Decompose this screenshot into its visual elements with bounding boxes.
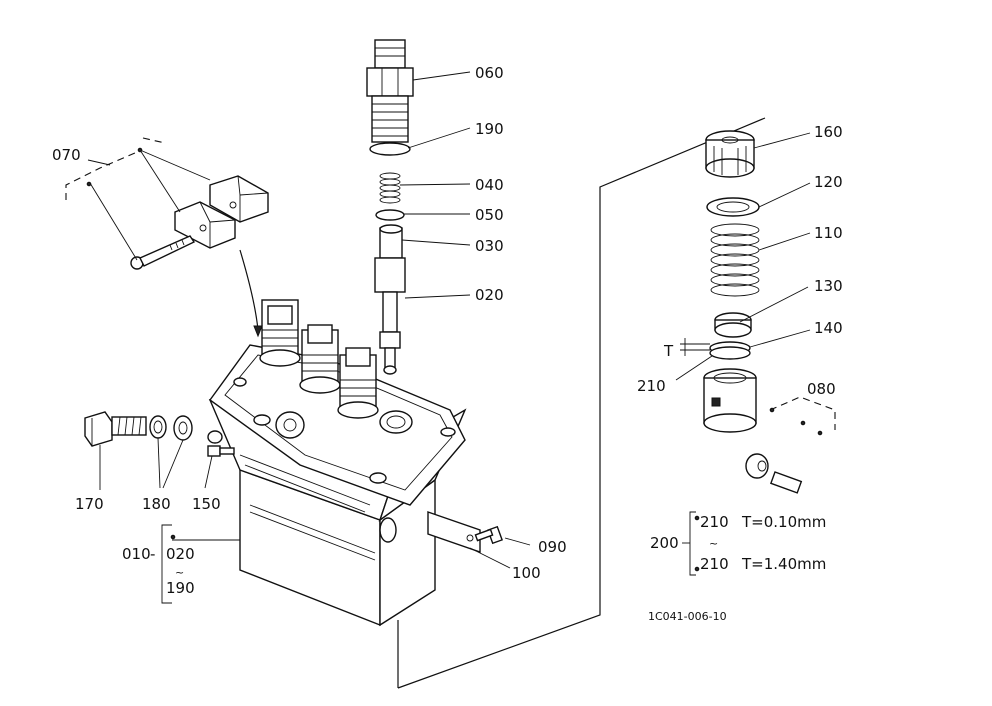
pump-body <box>208 344 467 627</box>
part-110-spring <box>710 223 760 297</box>
holder-2 <box>299 324 341 394</box>
part-060-holder <box>366 39 414 143</box>
label-130: 130 <box>814 277 843 295</box>
label-210: 210 <box>637 377 666 395</box>
range-200-first-value: T=0.10mm <box>741 513 826 531</box>
part-070-group <box>65 137 269 338</box>
part-120-washer <box>706 197 760 217</box>
part-150-screw <box>207 430 235 457</box>
label-080: 080 <box>807 380 836 398</box>
label-030: 030 <box>475 237 504 255</box>
part-070-bolt <box>130 235 196 270</box>
range-200-last-value: T=1.40mm <box>741 555 826 573</box>
range-200-last-part: 210 <box>700 555 729 573</box>
label-160: 160 <box>814 123 843 141</box>
label-190-top: 190 <box>475 120 504 138</box>
assembly-bracket-lines <box>397 117 766 689</box>
dot-markers <box>86 147 823 572</box>
part-050-gasket <box>375 209 405 221</box>
range-200-first-part: 210 <box>700 513 729 531</box>
part-080-pin <box>745 453 803 494</box>
range-010-tilde: ~ <box>175 566 184 579</box>
part-190-oring <box>369 142 411 156</box>
label-040: 040 <box>475 176 504 194</box>
label-150: 150 <box>192 495 221 513</box>
shim-assembly <box>680 130 803 494</box>
delivery-valve-holders <box>259 299 379 419</box>
range-bracket-010 <box>161 524 240 604</box>
label-070: 070 <box>52 146 81 164</box>
part-030-valve <box>379 224 403 259</box>
part-100-plate <box>427 511 481 553</box>
holder-1 <box>259 299 301 367</box>
part-040-spring <box>379 172 401 204</box>
part-140-210-shim <box>709 341 751 360</box>
label-020: 020 <box>475 286 504 304</box>
label-120: 120 <box>814 173 843 191</box>
range-bracket-200 <box>682 511 696 576</box>
part-180-washers <box>149 415 193 441</box>
label-180: 180 <box>142 495 171 513</box>
label-t: T <box>663 342 674 360</box>
range-bracket-080 <box>769 396 836 430</box>
range-010-start: 020 <box>166 545 195 563</box>
shim-thickness-gauge <box>680 338 710 356</box>
part-070-block-upper <box>209 175 269 223</box>
holder-3 <box>337 347 379 419</box>
range-010-dash: - <box>150 545 155 563</box>
range-010-end: 190 <box>166 579 195 597</box>
label-060: 060 <box>475 64 504 82</box>
delivery-valve-stack <box>366 39 414 375</box>
part-170-bolt <box>84 411 147 447</box>
banjo-bolt-group <box>84 411 235 490</box>
range-200-tilde: ~ <box>709 537 718 550</box>
label-100: 100 <box>512 564 541 582</box>
part-sleeve <box>703 368 757 433</box>
label-050: 050 <box>475 206 504 224</box>
part-130-seat <box>714 312 752 338</box>
label-090: 090 <box>538 538 567 556</box>
label-170: 170 <box>75 495 104 513</box>
part-160-cap <box>705 130 755 178</box>
label-110: 110 <box>814 224 843 242</box>
range-200-group: 200 <box>650 534 679 552</box>
leader-lines <box>87 71 811 569</box>
drawing-number: 1C041-006-10 <box>648 610 727 623</box>
part-020-valve-seat <box>374 257 406 375</box>
part-090-screw <box>474 525 503 545</box>
label-140: 140 <box>814 319 843 337</box>
range-010-from: 010 <box>122 545 151 563</box>
